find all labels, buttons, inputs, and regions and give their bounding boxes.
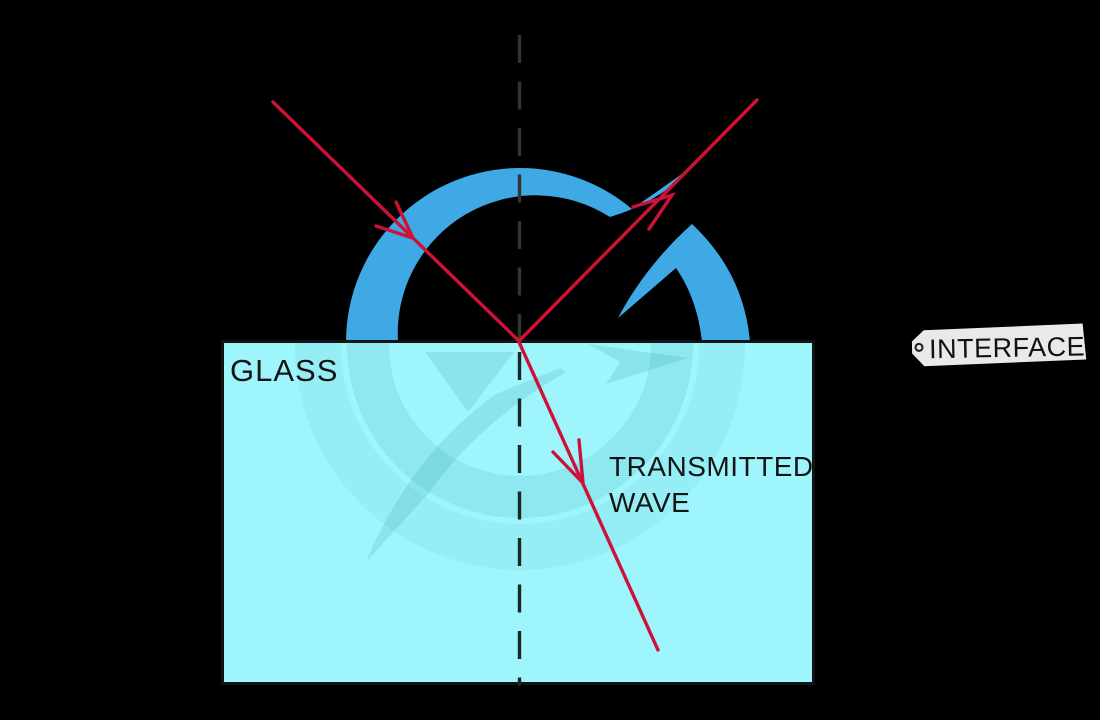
interface-tag-shape [911,323,1087,367]
circular-arrow-head-band [618,224,750,342]
watermark-bolt-head-icon [588,344,688,384]
glass-label: GLASS [230,353,338,388]
circular-arrow-main-band [346,162,698,342]
rays [271,98,759,652]
transmitted-wave-label: TRANSMITTED WAVE [609,451,814,518]
transmitted-wave-label-line1: TRANSMITTED [609,451,814,482]
incident-ray [271,100,521,343]
transmitted-ray [517,340,660,652]
interface-tag: INTERFACE [911,323,1087,367]
incident-ray-arrowhead-icon [374,200,417,241]
transmitted-ray-arrowhead-icon [551,438,586,488]
reflected-ray [517,98,759,343]
interface-label: INTERFACE [929,331,1086,364]
transmitted-wave-label-line2: WAVE [609,487,690,518]
tag-hole-icon [914,342,924,352]
watermark-bolt-body-icon [425,352,514,412]
circular-arrow-logo-icon [346,162,750,342]
reflected-ray-arrowhead-icon [631,191,677,231]
